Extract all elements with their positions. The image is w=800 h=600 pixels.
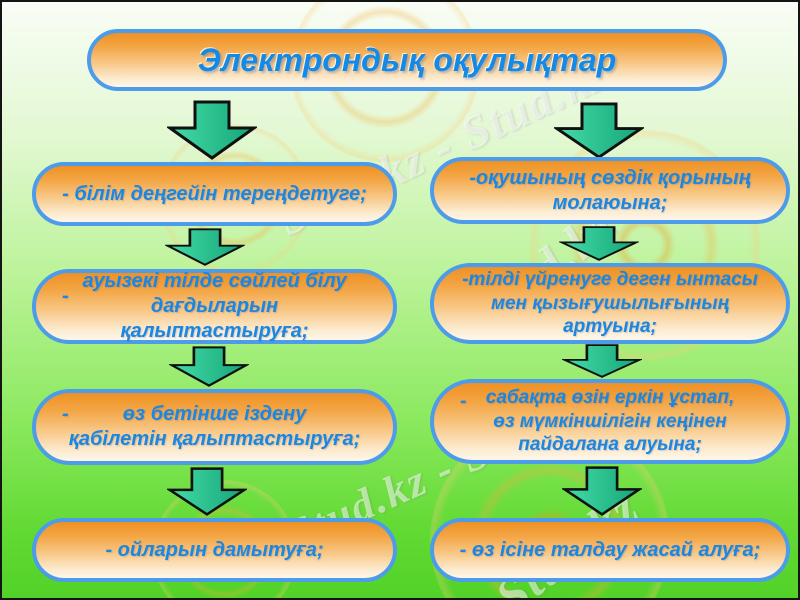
textbox-line: пайдалана алуына; — [518, 434, 702, 456]
textbox-line: артуына; — [563, 316, 657, 338]
textbox-line: дағдыларын қалыптастыруға; — [120, 295, 309, 342]
page-title: Электрондық оқулықтар — [197, 42, 617, 78]
textbox-line: - ойларын дамытуға; — [105, 538, 324, 561]
down-arrow-icon — [165, 228, 245, 266]
list-dash: - — [62, 285, 69, 307]
textbox-right-3: - сабақта өзін еркін ұстап, өз мүмкіншіл… — [430, 379, 790, 464]
textbox-left-3: - өз бетінше іздену қабілетін қалыптасты… — [32, 389, 397, 465]
textbox-line: ауызекі тілде сөйлей білу — [82, 270, 347, 292]
textbox-line: - өз ісіне талдау жасай алуға; — [459, 538, 761, 561]
list-dash: - — [460, 391, 467, 412]
textbox-line: қабілетін қалыптастыруға; — [68, 428, 361, 450]
textbox-left-1: - білім деңгейін тереңдетуге; — [32, 162, 397, 226]
textbox-line: мен қызығушылығының — [490, 292, 730, 314]
down-arrow-icon — [169, 346, 249, 387]
textbox-right-1: -оқушының сөздік қорының молаюына; — [430, 157, 790, 224]
down-arrow-icon — [562, 344, 642, 378]
textbox-line: сабақта өзін еркін ұстап, — [485, 386, 735, 408]
textbox-right-4: - өз ісіне талдау жасай алуға; — [430, 518, 790, 582]
textbox-left-4: - ойларын дамытуға; — [32, 518, 397, 582]
down-arrow-icon — [167, 100, 257, 160]
textbox-line: өз бетінше іздену — [122, 403, 307, 425]
textbox-line: -оқушының сөздік қорының — [469, 166, 751, 189]
title-banner: Электрондық оқулықтар — [87, 29, 727, 91]
down-arrow-icon — [562, 466, 642, 516]
textbox-left-2: - ауызекі тілде сөйлей білу дағдыларын қ… — [32, 269, 397, 344]
textbox-right-2: -тілді үйренуге деген ынтасы мен қызығуш… — [430, 263, 790, 344]
down-arrow-icon — [554, 102, 644, 159]
down-arrow-icon — [559, 226, 639, 261]
textbox-line: - білім деңгейін тереңдетуге; — [62, 182, 367, 205]
textbox-line: -тілді үйренуге деген ынтасы — [462, 268, 758, 290]
down-arrow-icon — [167, 467, 247, 516]
textbox-line: молаюына; — [552, 191, 668, 214]
list-dash: - — [62, 403, 69, 425]
textbox-line: өз мүмкіншілігін кеңінен — [493, 410, 727, 432]
